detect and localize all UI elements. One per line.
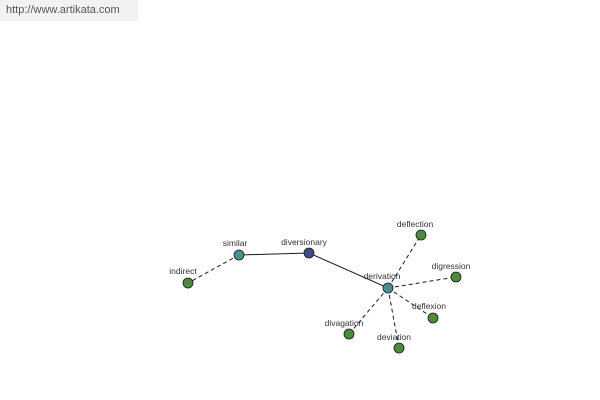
edge-derivation-deflexion (387, 287, 434, 319)
node-deviation[interactable] (393, 342, 405, 354)
node-indirect[interactable] (182, 277, 194, 289)
source-link[interactable]: http://www.artikata.com (6, 4, 120, 16)
node-label-divagation[interactable]: divagation (325, 318, 364, 328)
nodes-layer (182, 229, 462, 354)
node-deflection[interactable] (415, 229, 427, 241)
node-label-digression[interactable]: digression (432, 261, 471, 271)
edge-derivation-divagation (348, 287, 389, 335)
node-label-diversionary[interactable]: diversionary (281, 237, 328, 247)
labels-layer: diversionary similar derivation indirect def… (169, 219, 470, 342)
node-derivation[interactable] (382, 282, 394, 294)
node-label-indirect[interactable]: indirect (169, 266, 197, 276)
edge-derivation-digression (387, 276, 457, 289)
source-bar: http://www.artikata.com (0, 0, 138, 21)
edges-layer (187, 234, 457, 349)
edge-similar-indirect (187, 254, 240, 284)
edge-derivation-deflection (387, 234, 422, 289)
edge-derivation-deviation (387, 287, 400, 349)
node-label-deviation[interactable]: deviation (377, 332, 411, 342)
node-digression[interactable] (450, 271, 462, 283)
node-deflexion[interactable] (427, 312, 439, 324)
edge-diversionary-similar (238, 252, 310, 256)
node-diversionary[interactable] (303, 247, 315, 259)
node-similar[interactable] (233, 249, 245, 261)
node-label-deflection[interactable]: deflection (397, 219, 434, 229)
node-label-derivation[interactable]: derivation (364, 271, 401, 281)
node-divagation[interactable] (343, 328, 355, 340)
edge-diversionary-derivation (308, 252, 389, 289)
node-label-similar[interactable]: similar (223, 238, 248, 248)
node-label-deflexion[interactable]: deflexion (412, 301, 446, 311)
